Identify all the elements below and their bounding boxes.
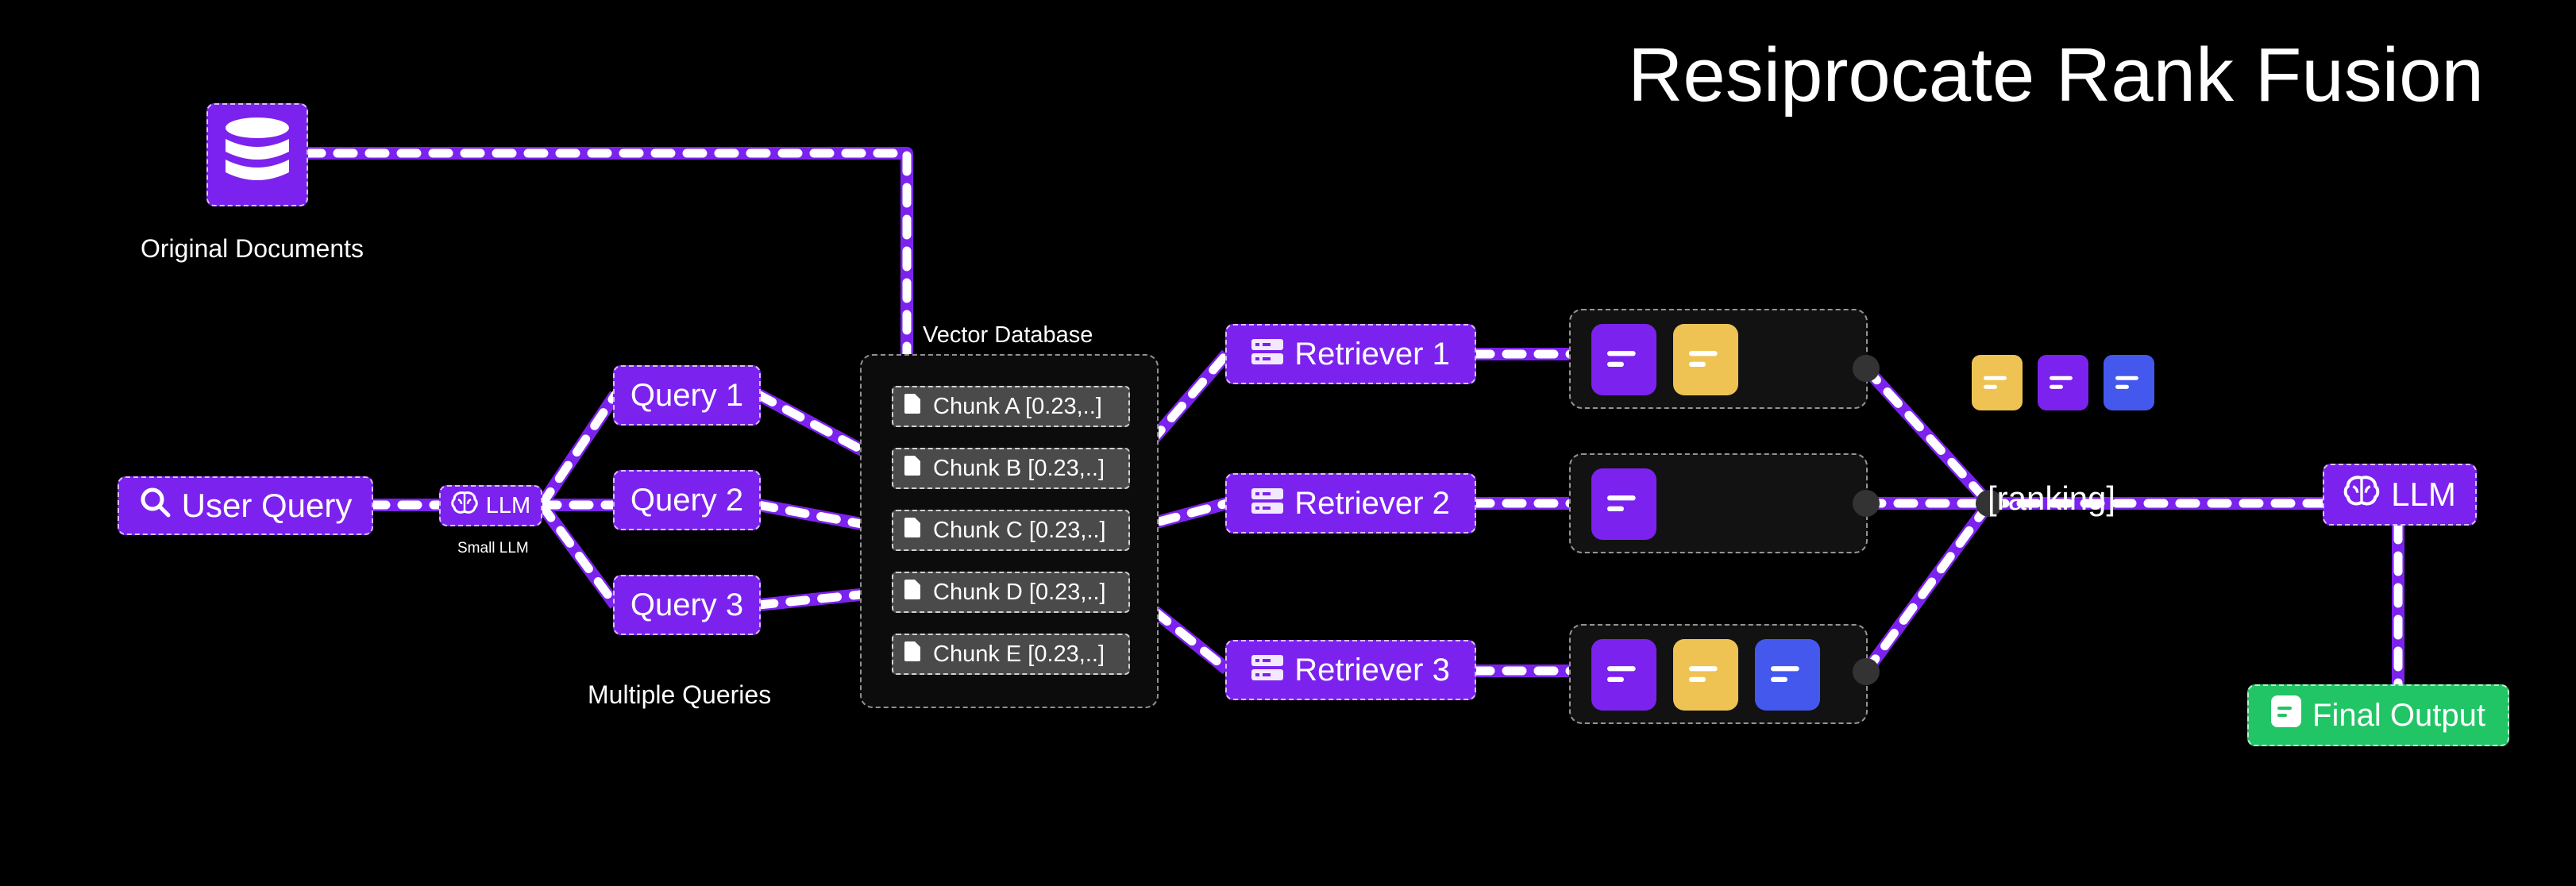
result-doc-card <box>1591 639 1656 711</box>
query-1-node[interactable]: Query 1 <box>613 365 761 426</box>
panel-2-output-dot <box>1853 490 1880 517</box>
server-icon <box>1251 653 1284 688</box>
page-title: Resiprocate Rank Fusion <box>1628 33 2484 117</box>
result-doc-card <box>1591 468 1656 540</box>
query-2-node[interactable]: Query 2 <box>613 470 761 530</box>
original-documents-node[interactable] <box>206 103 308 206</box>
query-1-label: Query 1 <box>630 377 744 413</box>
chunk-c[interactable]: Chunk C [0.23,..] <box>892 510 1130 551</box>
user-query-label: User Query <box>181 487 353 524</box>
file-icon <box>904 517 920 544</box>
ranked-doc-card <box>2104 355 2154 410</box>
server-icon <box>1251 337 1284 372</box>
brain-icon <box>2343 475 2380 514</box>
retriever-1-node[interactable]: Retriever 1 <box>1225 324 1476 384</box>
chunk-label: Chunk C [0.23,..] <box>933 517 1106 543</box>
ranking-label: [ranking] <box>1988 480 2116 517</box>
result-doc-card <box>1755 639 1820 711</box>
file-icon <box>904 579 920 606</box>
multiple-queries-caption: Multiple Queries <box>588 680 772 709</box>
chunk-d[interactable]: Chunk D [0.23,..] <box>892 572 1130 613</box>
chunk-label: Chunk D [0.23,..] <box>933 579 1106 605</box>
ranked-doc-card <box>1972 355 2023 410</box>
file-icon <box>904 641 920 668</box>
small-llm-node[interactable]: LLM <box>439 485 542 526</box>
search-icon <box>139 486 171 526</box>
result-doc-card <box>1673 324 1738 395</box>
final-output-label: Final Output <box>2312 697 2485 733</box>
query-3-label: Query 3 <box>630 587 744 622</box>
user-query-node[interactable]: User Query <box>118 476 373 535</box>
panel-3-output-dot <box>1853 658 1880 685</box>
retriever-3-label: Retriever 3 <box>1294 652 1450 688</box>
panel-1-output-dot <box>1853 355 1880 382</box>
retriever-3-node[interactable]: Retriever 3 <box>1225 640 1476 700</box>
ranked-doc-card <box>2038 355 2088 410</box>
small-llm-caption: Small LLM <box>457 540 529 557</box>
database-icon <box>222 115 292 195</box>
result-doc-card <box>1591 324 1656 395</box>
chunk-b[interactable]: Chunk B [0.23,..] <box>892 448 1130 489</box>
brain-icon <box>451 491 478 521</box>
query-3-node[interactable]: Query 3 <box>613 575 761 635</box>
final-llm-label: LLM <box>2391 476 2456 513</box>
final-llm-node[interactable]: LLM <box>2323 464 2477 526</box>
chunk-label: Chunk B [0.23,..] <box>933 455 1105 481</box>
query-2-label: Query 2 <box>630 482 744 518</box>
document-icon <box>2271 695 2302 735</box>
retriever-2-node[interactable]: Retriever 2 <box>1225 473 1476 534</box>
chunk-a[interactable]: Chunk A [0.23,..] <box>892 386 1130 427</box>
retriever-1-label: Retriever 1 <box>1294 336 1450 372</box>
file-icon <box>904 455 920 482</box>
original-documents-label: Original Documents <box>141 234 364 263</box>
final-output-node[interactable]: Final Output <box>2247 684 2509 746</box>
result-doc-card <box>1673 639 1738 711</box>
file-icon <box>904 393 920 420</box>
merge-dot <box>1976 490 2003 517</box>
retriever-2-label: Retriever 2 <box>1294 485 1450 521</box>
chunk-label: Chunk E [0.23,..] <box>933 641 1105 667</box>
server-icon <box>1251 486 1284 522</box>
chunk-label: Chunk A [0.23,..] <box>933 393 1102 419</box>
chunk-e[interactable]: Chunk E [0.23,..] <box>892 634 1130 675</box>
small-llm-label: LLM <box>485 492 531 518</box>
vector-database-label: Vector Database <box>923 322 1093 348</box>
